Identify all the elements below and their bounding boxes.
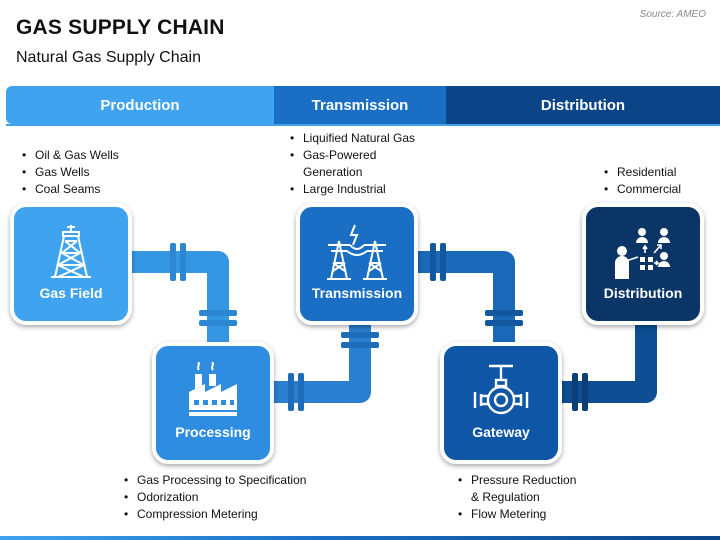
node-label: Transmission xyxy=(311,285,403,301)
band-underline xyxy=(6,124,720,126)
node-label: Processing xyxy=(175,424,251,440)
node-label: Distribution xyxy=(603,285,683,301)
page-title: GAS SUPPLY CHAIN xyxy=(16,16,225,39)
source-note: Source: AMEO xyxy=(639,9,706,20)
pipe-flange xyxy=(298,373,304,411)
pipe-segment xyxy=(270,318,371,403)
bullet-item: Residential xyxy=(602,164,681,181)
node-gateway: Gateway xyxy=(440,342,562,464)
bullet-item: Coal Seams xyxy=(20,181,119,198)
pipe-segment xyxy=(560,318,657,403)
node-label: Gateway xyxy=(472,424,530,440)
pipe-flange xyxy=(485,320,523,326)
valve-icon xyxy=(473,364,529,415)
pipe-flange xyxy=(180,243,186,281)
bullet-item: Gas-Powered xyxy=(288,147,415,164)
transmission-bullets: Liquified Natural Gas Gas-Powered Genera… xyxy=(288,130,415,198)
pipe-flange xyxy=(440,243,446,281)
bullet-item: Liquified Natural Gas xyxy=(288,130,415,147)
pipe-segment xyxy=(416,251,515,350)
pipe-flange xyxy=(430,243,436,281)
band-transmission: Transmission xyxy=(274,86,446,124)
node-distribution: Distribution xyxy=(582,203,704,325)
bullet-item: Gas Processing to Specification xyxy=(122,472,306,489)
node-label: Gas Field xyxy=(39,285,103,301)
bullet-item: Large Industrial xyxy=(288,181,415,198)
bullet-item: Pressure Reduction xyxy=(456,472,576,489)
pipe-flange xyxy=(341,332,379,338)
bullet-text: Generation xyxy=(303,165,363,179)
pipe-flange xyxy=(170,243,176,281)
presenter-network-icon xyxy=(615,228,670,279)
node-transmission: Transmission xyxy=(296,203,418,325)
band-production: Production xyxy=(6,86,274,124)
bullet-item: Odorization xyxy=(122,489,306,506)
bullet-item: Flow Metering xyxy=(456,506,576,523)
gateway-bullets: Pressure Reduction & Regulation Flow Met… xyxy=(456,472,576,523)
bullet-item-continuation: & Regulation xyxy=(456,489,576,506)
bullet-item: Generation xyxy=(288,164,415,181)
bullet-item: Commercial xyxy=(602,181,681,198)
bullet-item: Gas Wells xyxy=(20,164,119,181)
page-subtitle: Natural Gas Supply Chain xyxy=(16,49,201,66)
bottom-accent-bar xyxy=(0,536,720,540)
pipe-flange xyxy=(485,310,523,316)
bullet-item: Oil & Gas Wells xyxy=(20,147,119,164)
bullet-text: & Regulation xyxy=(471,490,540,504)
bullet-item: Compression Metering xyxy=(122,506,306,523)
power-tower-icon xyxy=(327,224,387,280)
node-gas-field: Gas Field xyxy=(10,203,132,325)
oil-derrick-icon xyxy=(51,225,91,278)
band-distribution: Distribution xyxy=(446,86,720,124)
pipe-flange xyxy=(199,310,237,316)
pipe-flange xyxy=(582,373,588,411)
node-processing: Processing xyxy=(152,342,274,464)
pipe-flange xyxy=(572,373,578,411)
pipe-flange xyxy=(199,320,237,326)
pipe-flange xyxy=(341,342,379,348)
distribution-bullets: Residential Commercial xyxy=(602,164,681,198)
factory-icon xyxy=(189,362,237,416)
pipe-flange xyxy=(288,373,294,411)
gas-field-bullets: Oil & Gas Wells Gas Wells Coal Seams xyxy=(20,147,119,198)
processing-bullets: Gas Processing to Specification Odorizat… xyxy=(122,472,306,523)
